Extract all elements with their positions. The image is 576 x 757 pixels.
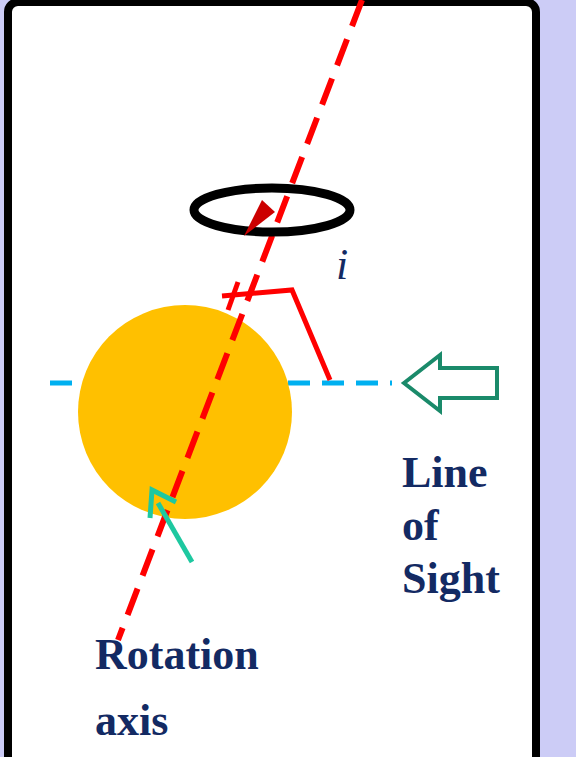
angle-marker	[222, 290, 330, 380]
rotation-arrowhead	[244, 200, 275, 236]
pointer-line	[158, 503, 192, 562]
angle-symbol: i	[336, 240, 348, 290]
view-arrow	[404, 355, 497, 411]
rotation-axis	[118, 0, 362, 640]
star	[78, 305, 292, 519]
rotation-axis-label: Rotation axis	[95, 622, 305, 754]
pointer-head	[150, 490, 176, 518]
line-of-sight-label: Line of Sight	[402, 446, 530, 605]
angle-tick	[228, 282, 238, 310]
panel	[8, 2, 536, 757]
